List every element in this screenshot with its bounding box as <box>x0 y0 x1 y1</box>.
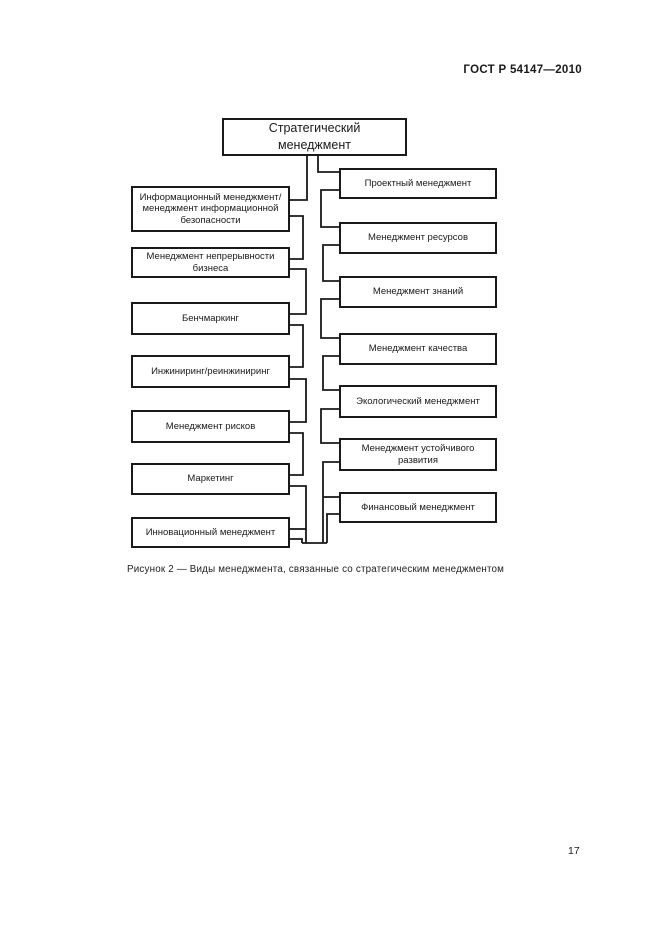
node-benchmarking: Бенчмаркинг <box>131 302 290 335</box>
node-label: Инновационный менеджмент <box>145 526 276 538</box>
node-ecological-management: Экологический менеджмент <box>339 385 497 418</box>
node-label: Менеджмент устойчивого развития <box>361 442 475 466</box>
node-innovation-management: Инновационный менеджмент <box>131 517 290 548</box>
figure-caption: Рисунок 2 — Виды менеджмента, связанные … <box>127 564 505 575</box>
node-risk-management: Менеджмент рисков <box>131 410 290 443</box>
node-label: Маркетинг <box>187 473 234 485</box>
node-information-security-management: Информационный менеджмент/ менеджмент ин… <box>131 186 290 232</box>
node-label: Проектный менеджмент <box>364 177 472 189</box>
node-knowledge-management: Менеджмент знаний <box>339 276 497 308</box>
node-label: Информационный менеджмент/ менеджмент ин… <box>139 191 282 226</box>
node-label: Менеджмент знаний <box>372 286 464 298</box>
node-label: Финансовый менеджмент <box>361 501 475 513</box>
node-marketing: Маркетинг <box>131 463 290 495</box>
node-label: Менеджмент качества <box>368 343 468 355</box>
node-quality-management: Менеджмент качества <box>339 333 497 365</box>
node-business-continuity-management: Менеджмент непрерывности бизнеса <box>131 247 290 278</box>
node-label: Экологический менеджмент <box>356 395 480 407</box>
page-number: 17 <box>568 845 580 857</box>
node-project-management: Проектный менеджмент <box>339 168 497 199</box>
node-financial-management: Финансовый менеджмент <box>339 492 497 523</box>
node-label: Менеджмент ресурсов <box>367 232 468 244</box>
node-label: Стратегический менеджмент <box>268 121 361 152</box>
node-strategic-management: Стратегический менеджмент <box>222 118 407 156</box>
node-engineering-reengineering: Инжиниринг/реинжиниринг <box>131 355 290 388</box>
node-label: Менеджмент непрерывности бизнеса <box>146 250 275 274</box>
node-label: Менеджмент рисков <box>165 420 256 432</box>
node-label: Бенчмаркинг <box>182 312 239 324</box>
node-resource-management: Менеджмент ресурсов <box>339 222 497 254</box>
standard-code: ГОСТ Р 54147—2010 <box>463 64 582 76</box>
node-label: Инжиниринг/реинжиниринг <box>151 365 270 377</box>
node-sustainable-development-management: Менеджмент устойчивого развития <box>339 438 497 471</box>
